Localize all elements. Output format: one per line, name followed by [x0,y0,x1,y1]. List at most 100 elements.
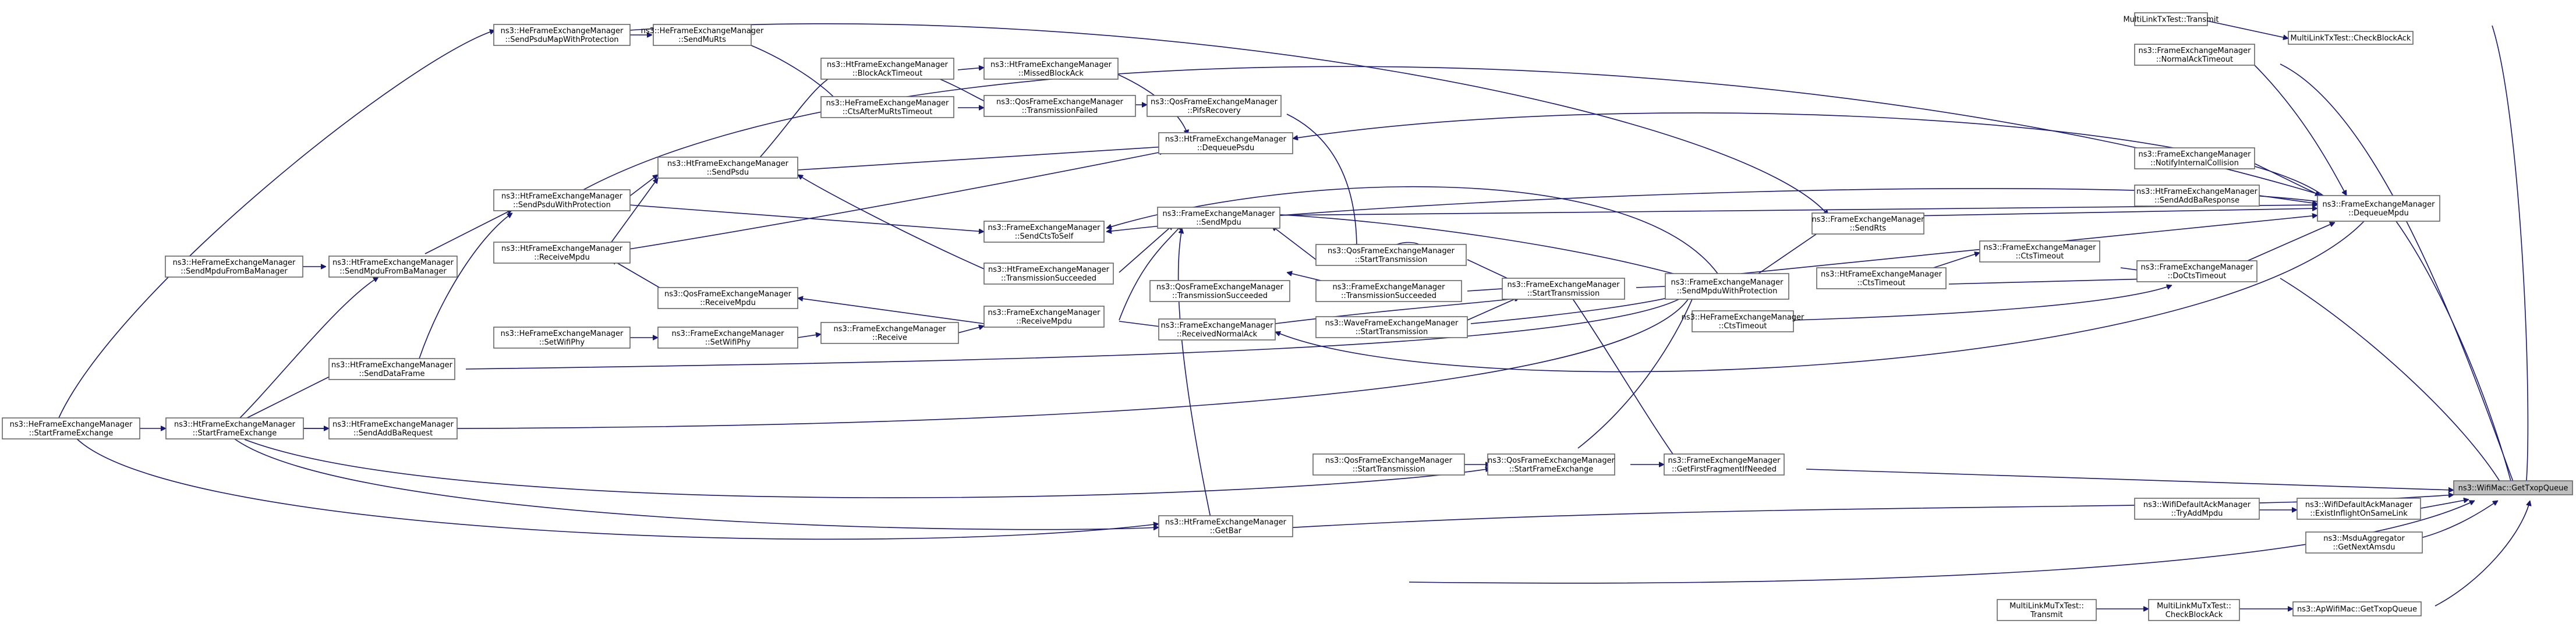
graph-node[interactable]: ns3::QosFrameExchangeManager::PifsRecove… [1147,95,1282,117]
graph-node[interactable]: ns3::FrameExchangeManager::CtsTimeout [1979,240,2100,263]
node-box [165,417,304,439]
graph-node[interactable]: ns3::WifiDefaultAckManager::TryAddMpdu [2134,498,2260,520]
node-label: ns3::FrameExchangeManager [1332,283,1445,292]
node-label: ns3::HtFrameExchangeManager [501,192,623,201]
node-label: ns3::HtFrameExchangeManager [174,420,296,429]
graph-node[interactable]: ns3::FrameExchangeManager::SendMpduWithP… [1665,273,1789,300]
edge-n42-n33 [424,209,512,254]
graph-node[interactable]: ns3::FrameExchangeManager::ReceiveMpdu [983,306,1105,328]
node-label: ::GetFirstFragmentIfNeeded [1672,465,1777,474]
graph-node[interactable]: ns3::QosFrameExchangeManager::StartTrans… [1312,453,1465,476]
graph-node[interactable]: MultiLinkTxTest::CheckBlockAck [2288,31,2414,45]
node-label: ::ReceivedNormalAck [1177,330,1258,339]
node-box [1158,515,1293,537]
graph-node[interactable]: ns3::FrameExchangeManager::SendMpdu [1157,207,1280,229]
graph-node[interactable]: ns3::WifiMac::GetTxopQueue [2453,480,2573,495]
graph-node[interactable]: ns3::HeFrameExchangeManager::SendMpduFro… [165,256,303,278]
edge-n7-n33 [571,66,2324,197]
node-box [1149,280,1290,302]
graph-node[interactable]: ns3::FrameExchangeManager::StartTransmis… [1502,278,1625,300]
graph-node[interactable]: ns3::HtFrameExchangeManager::CtsTimeout [1816,267,1947,289]
node-box [493,242,631,264]
graph-node[interactable]: ns3::HtFrameExchangeManager::StartFrameE… [165,417,304,439]
edge-n10-n1 [2280,278,2504,488]
graph-node[interactable]: ns3::FrameExchangeManager::DoCtsTimeout [2136,260,2257,282]
graph-node[interactable]: ns3::HtFrameExchangeManager::SendAddBaRe… [2134,185,2260,207]
graph-node[interactable]: ns3::HtFrameExchangeManager::SendPsduWit… [493,189,631,211]
graph-node[interactable]: ns3::ApWifiMac::GetTxopQueue [2292,601,2422,616]
edge-n25-n18 [1286,114,1357,249]
edge-n46-n31 [58,30,495,420]
graph-node[interactable]: ns3::HtFrameExchangeManager::SendMpduFro… [328,256,458,278]
node-label: ns3::HtFrameExchangeManager [667,159,789,168]
graph-node[interactable]: ns3::WifiDefaultAckManager::ExistInfligh… [2297,498,2421,520]
node-box [1664,453,1785,476]
node-box [983,221,1105,243]
node-label: ns3::QosFrameExchangeManager [1156,283,1284,292]
graph-node[interactable]: ns3::HtFrameExchangeManager::DequeuePsdu [1158,132,1293,154]
graph-node[interactable]: ns3::HtFrameExchangeManager::GetBar [1158,515,1293,537]
graph-node[interactable]: MultiLinkMuTxTest::Transmit [1997,599,2097,621]
graph-node[interactable]: ns3::HtFrameExchangeManager::SendPsdu [657,157,798,179]
graph-node[interactable]: ns3::MsduAggregator::GetNextAmsdu [2305,531,2423,554]
graph-node[interactable]: ns3::FrameExchangeManager::TransmissionS… [1315,280,1462,302]
graph-node[interactable]: ns3::HtFrameExchangeManager::SendAddBaRe… [328,417,458,439]
graph-node[interactable]: ns3::QosFrameExchangeManager::Transmissi… [1149,280,1290,302]
graph-node[interactable]: ns3::FrameExchangeManager::SendCtsToSelf [983,221,1105,243]
node-box [2453,480,2573,495]
graph-node[interactable]: ns3::HtFrameExchangeManager::MissedBlock… [983,58,1119,80]
edge-n32-n24 [797,147,1165,171]
node-label: ns3::FrameExchangeManager [1668,456,1781,465]
edge-n3-n1 [2492,25,2528,488]
graph-node[interactable]: ns3::HeFrameExchangeManager::SendMuRts [641,24,764,46]
node-label: ns3::HtFrameExchangeManager [331,361,453,370]
graph-node[interactable]: ns3::QosFrameExchangeManager::StartTrans… [1315,244,1467,266]
edge-n45-n44 [244,372,338,420]
graph-node[interactable]: ns3::FrameExchangeManager::GetFirstFragm… [1664,453,1785,476]
node-label: MultiLinkMuTxTest:: [2157,602,2231,611]
graph-node[interactable]: MultiLinkTxTest::Transmit [2123,12,2219,26]
node-box [2288,31,2414,45]
graph-node[interactable]: ns3::FrameExchangeManager::SetWifiPhy [657,327,798,349]
node-label: ::NormalAckTimeout [2156,55,2233,64]
node-box [1315,244,1467,266]
node-label: ::StartFrameExchange [193,429,277,438]
node-box [1487,453,1615,476]
graph-node[interactable]: ns3::FrameExchangeManager::SendRts [1811,212,1924,235]
node-label: ns3::HtFrameExchangeManager [2136,187,2258,196]
graph-node[interactable]: ns3::FrameExchangeManager::Receive [820,322,959,344]
edge-n35-n23 [1119,225,1173,273]
node-box [983,95,1136,117]
graph-node[interactable]: ns3::HtFrameExchangeManager::Transmissio… [983,263,1114,285]
graph-node[interactable]: ns3::WaveFrameExchangeManager::StartTran… [1315,316,1468,338]
graph-node[interactable]: ns3::FrameExchangeManager::DequeueMpdu [2317,195,2440,222]
graph-node[interactable]: ns3::HeFrameExchangeManager::SetWifiPhy [493,327,631,349]
graph-node[interactable]: ns3::HtFrameExchangeManager::SendDataFra… [328,358,455,380]
graph-node[interactable]: ns3::QosFrameExchangeManager::StartFrame… [1487,453,1615,476]
graph-node[interactable]: ns3::FrameExchangeManager::NotifyInterna… [2134,147,2255,169]
node-label: ::GetNextAmsdu [2333,543,2395,552]
node-box [2,417,140,439]
node-box [1158,132,1293,154]
node-label: ::DoCtsTimeout [2168,272,2227,281]
graph-node[interactable]: ns3::HeFrameExchangeManager::CtsAfterMuR… [820,96,954,118]
graph-node[interactable]: ns3::HtFrameExchangeManager::BlockAckTim… [820,58,954,80]
node-label: ::TryAddMpdu [2171,509,2223,518]
graph-node[interactable]: ns3::HeFrameExchangeManager::SendPsduMap… [493,24,631,46]
graph-node[interactable]: ns3::HeFrameExchangeManager::CtsTimeout [1682,310,1804,332]
edge-n23-n7 [1271,205,2317,216]
graph-node[interactable]: MultiLinkMuTxTest::CheckBlockAck [2148,599,2240,621]
node-label: ns3::HtFrameExchangeManager [827,61,949,69]
node-label: ::BlockAckTimeout [852,69,922,78]
graph-node[interactable]: ns3::HtFrameExchangeManager::ReceiveMpdu [493,242,631,264]
graph-node[interactable]: ns3::HeFrameExchangeManager::StartFrameE… [2,417,140,439]
graph-node[interactable]: ns3::QosFrameExchangeManager::Transmissi… [983,95,1136,117]
edge-n16-n13 [1577,294,1694,449]
node-box [1816,267,1947,289]
node-label: CheckBlockAck [2165,611,2223,619]
graph-node[interactable]: ns3::FrameExchangeManager::NormalAckTime… [2134,44,2255,66]
node-box [657,287,798,309]
node-label: ns3::HtFrameExchangeManager [332,258,454,267]
graph-node[interactable]: ns3::QosFrameExchangeManager::ReceiveMpd… [657,287,798,309]
graph-node[interactable]: ns3::FrameExchangeManager::ReceivedNorma… [1158,318,1276,341]
